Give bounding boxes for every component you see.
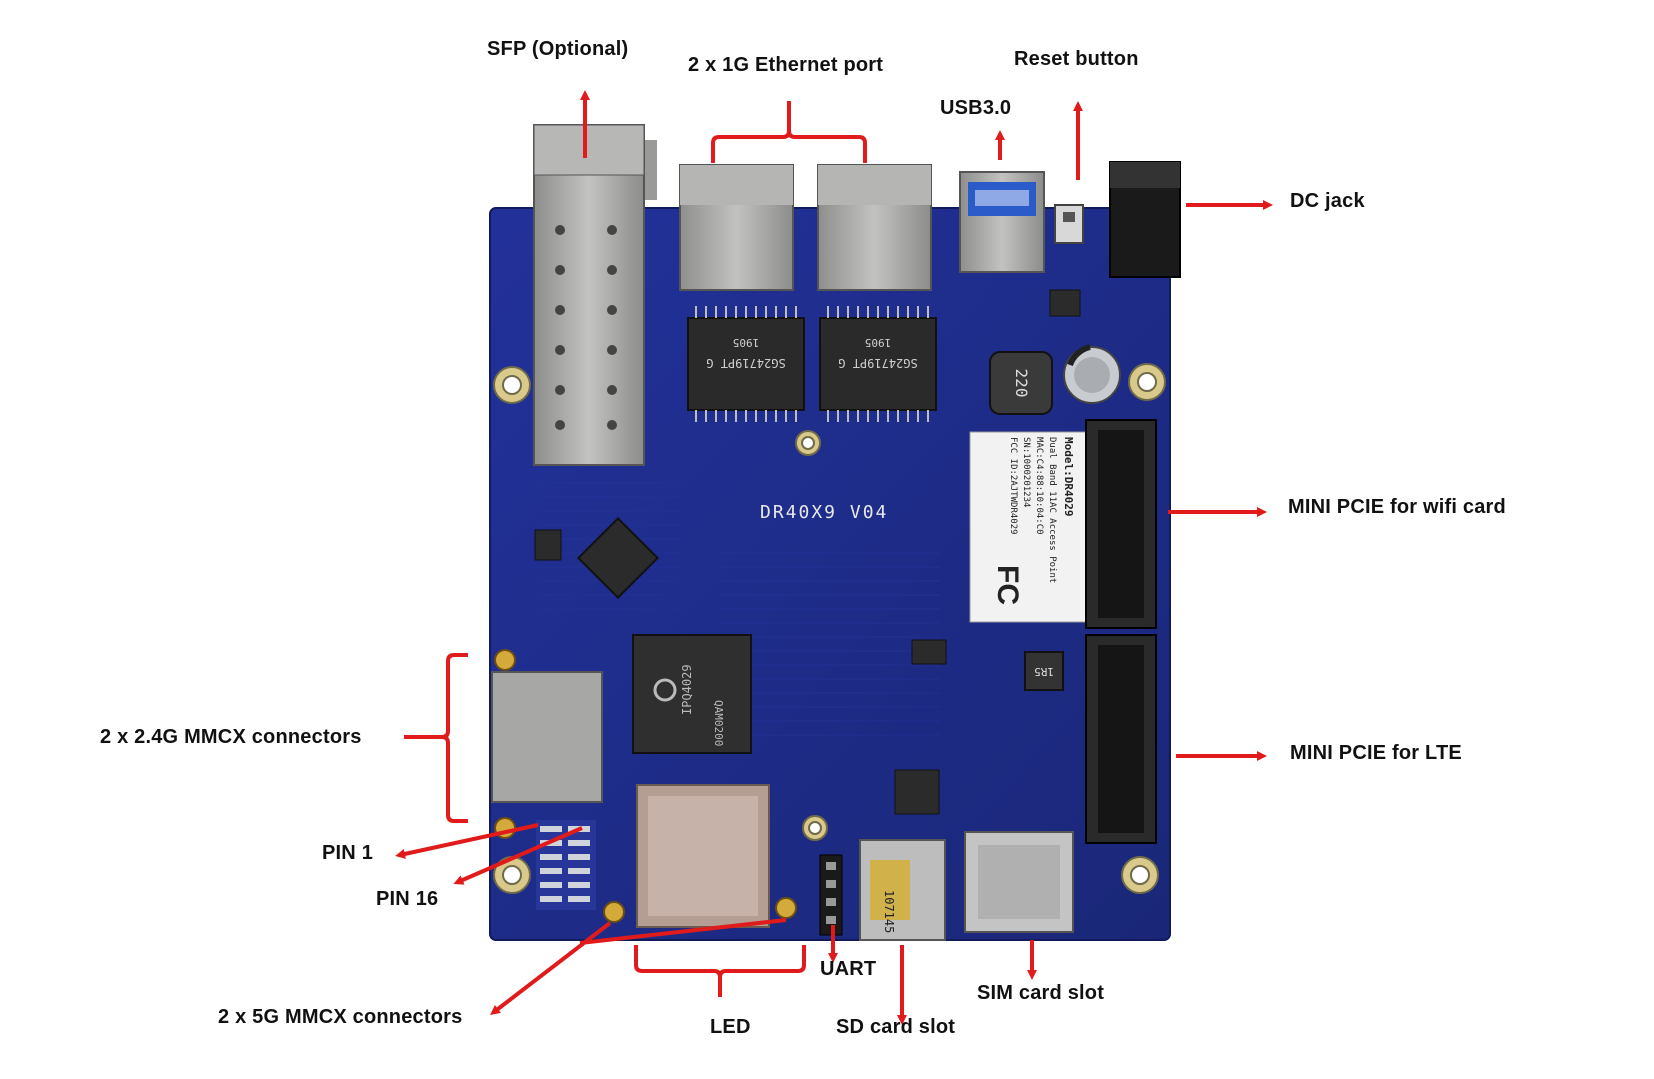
transformer-date-1: 1905: [733, 336, 760, 349]
capacitor: [1063, 344, 1121, 404]
annotation-arrows: [395, 90, 1273, 1025]
small-inductor-label: 1R5: [1034, 665, 1054, 678]
label-sim-slot: SIM card slot: [977, 982, 1105, 1004]
label-pin1: PIN 1: [322, 842, 374, 864]
transformer-code-2: SG24719PT G: [838, 356, 917, 370]
soc-chip: IPQ4029 QAM0200: [632, 634, 752, 754]
sfp-cage: [533, 124, 657, 466]
sticker-line-3: MAC:C4:88:10:04:C0: [1034, 437, 1044, 535]
sticker-line-1: Model:DR4029: [1062, 437, 1075, 516]
label-uart: UART: [820, 958, 877, 980]
mini-pcie-slots: [1085, 419, 1157, 844]
transformer-date-2: 1905: [865, 336, 892, 349]
product-label-sticker: Model:DR4029 Dual Band 11AC Access Point…: [969, 431, 1091, 623]
sticker-line-4: SN:1000201234: [1021, 437, 1031, 507]
rf-shield: [636, 784, 770, 928]
power-inductor: 220: [989, 351, 1053, 415]
ethernet-ports: [679, 164, 932, 291]
board-model-text: DR40X9 V04: [760, 502, 888, 523]
label-mini-pcie-lte: MINI PCIE for LTE: [1290, 742, 1462, 764]
misc-ics: [534, 289, 1081, 815]
transformers: SG24719PT G SG24719PT G 1905 1905: [687, 306, 937, 422]
sticker-line-5: FCC ID:2AJTWDR4029: [1008, 437, 1018, 535]
label-mini-pcie-wifi: MINI PCIE for wifi card: [1288, 496, 1506, 518]
small-ic: [576, 516, 660, 600]
label-ethernet: 2 x 1G Ethernet port: [688, 54, 884, 76]
label-mmcx-24: 2 x 2.4G MMCX connectors: [100, 726, 362, 748]
sd-slot-part: 107145: [859, 839, 946, 941]
label-mmcx-5: 2 x 5G MMCX connectors: [218, 1006, 463, 1028]
inductor-label: 220: [1012, 369, 1031, 398]
label-sfp: SFP (Optional): [487, 38, 629, 60]
label-led: LED: [710, 1016, 751, 1038]
label-pin16: PIN 16: [376, 888, 439, 910]
uart-header: [819, 854, 843, 936]
reset-button-part: [1054, 204, 1084, 244]
label-sd-slot: SD card slot: [836, 1016, 956, 1038]
sim-slot-part: [964, 831, 1074, 933]
fcc-logo: FC: [991, 565, 1024, 605]
sticker-line-2: Dual Band 11AC Access Point: [1047, 437, 1057, 583]
small-inductor: 1R5: [1024, 651, 1064, 691]
label-usb: USB3.0: [940, 97, 1012, 119]
transformer-code-1: SG24719PT G: [706, 356, 785, 370]
label-reset: Reset button: [1014, 48, 1139, 70]
mounting-holes: [493, 363, 1166, 894]
sd-code: 107145: [882, 890, 896, 933]
usb-port: [959, 171, 1045, 273]
mmcx-24-shield: [491, 671, 603, 803]
soc-code: QAM0200: [712, 700, 725, 746]
soc-label: IPQ4029: [680, 664, 694, 715]
label-dc-jack: DC jack: [1290, 190, 1365, 212]
dc-jack-part: [1109, 161, 1181, 278]
